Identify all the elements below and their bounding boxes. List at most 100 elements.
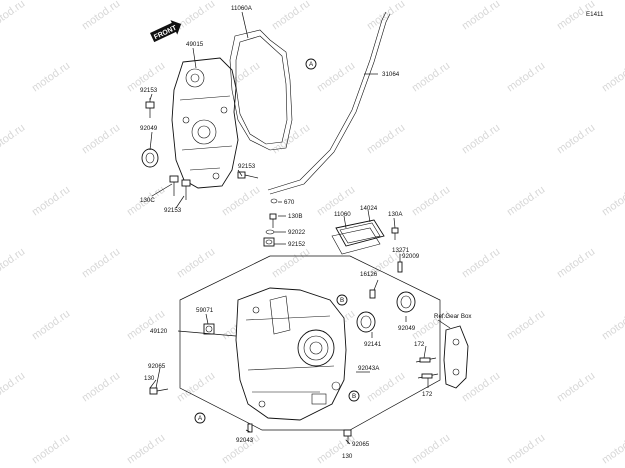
label-92049-lower: 92049	[398, 325, 416, 332]
watermark-text: motod.ru	[125, 432, 167, 467]
watermark-text: motod.ru	[30, 184, 72, 219]
label-13271: 13271	[392, 247, 410, 254]
label-670: 670	[284, 199, 295, 206]
label-ref-gear-box: Ref.Gear Box	[434, 313, 472, 320]
bolt-130B	[269, 213, 277, 228]
watermark-text: motod.ru	[0, 370, 27, 405]
callout-b-upper-label: B	[340, 297, 344, 304]
watermark-text: motod.ru	[555, 246, 597, 281]
bolt-92065-left	[149, 387, 169, 395]
watermark-text: motod.ru	[270, 0, 312, 32]
assembly-outline	[179, 255, 441, 431]
watermark-text: motod.ru	[600, 432, 625, 467]
label-49120: 49120	[150, 328, 168, 335]
pin-16126	[369, 289, 376, 299]
watermark-text: motod.ru	[505, 308, 547, 343]
watermark-text: motod.ru	[175, 370, 217, 405]
watermark-text: motod.ru	[80, 0, 122, 32]
label-92065-left: 92065	[148, 363, 166, 370]
bearing-92141	[356, 311, 376, 333]
diagram-code: E1411	[586, 11, 604, 18]
watermark-text: motod.ru	[460, 246, 502, 281]
breather-cover	[331, 219, 385, 255]
watermark-text: motod.ru	[270, 122, 312, 157]
watermark-text: motod.ru	[30, 60, 72, 95]
label-92153-right: 92153	[238, 163, 256, 170]
label-14024: 14024	[360, 205, 378, 212]
watermark-text: motod.ru	[505, 60, 547, 95]
watermark-text: motod.ru	[220, 184, 262, 219]
part-labels: 11060A 49015 31064 92153 92049 130C 9215…	[140, 5, 472, 460]
watermark-text: motod.ru	[315, 60, 357, 95]
watermark-text: motod.ru	[460, 122, 502, 157]
label-130A: 130A	[388, 211, 403, 218]
watermark-text: motod.ru	[410, 432, 452, 467]
label-92022: 92022	[288, 229, 306, 236]
watermark-text: motod.ru	[315, 432, 357, 467]
pin-92043	[247, 423, 253, 433]
oil-seal-lower	[396, 291, 416, 313]
label-92153-bottom: 92153	[164, 207, 182, 214]
watermark-text: motod.ru	[460, 0, 502, 32]
bolt-92065-bottom	[343, 429, 352, 444]
watermark-text: motod.ru	[80, 122, 122, 157]
label-92009: 92009	[402, 253, 420, 260]
label-92043A: 92043A	[358, 365, 380, 372]
watermark-text: motod.ru	[555, 370, 597, 405]
watermark-text: motod.ru	[0, 122, 27, 157]
label-92065-bottom: 92065	[352, 441, 370, 448]
label-11060: 11060	[334, 211, 351, 218]
watermark-text: motod.ru	[410, 184, 452, 219]
leader-lines	[149, 11, 451, 445]
bolt-130A	[391, 227, 399, 240]
label-130B: 130B	[288, 213, 302, 220]
label-130C: 130C	[140, 197, 155, 204]
watermark-text: motod.ru	[365, 0, 407, 32]
label-49015: 49015	[186, 41, 204, 48]
stud-172-upper	[415, 357, 437, 363]
watermark-text: motod.ru	[175, 246, 217, 281]
dipstick-tube	[267, 11, 391, 195]
label-92141: 92141	[364, 341, 382, 348]
callout-a-lower-label: A	[198, 415, 203, 422]
watermark-text: motod.ru	[80, 246, 122, 281]
label-172-lower: 172	[422, 391, 433, 398]
watermark-text: motod.ru	[505, 184, 547, 219]
label-11060A: 11060A	[231, 5, 253, 12]
watermark-text: motod.ru	[365, 122, 407, 157]
label-130-left: 130	[144, 375, 155, 382]
callout-a-upper	[305, 58, 317, 70]
cover-gasket	[229, 29, 293, 151]
plug-92152	[263, 237, 275, 247]
watermark-text: motod.ru	[175, 0, 217, 32]
watermark-text: motod.ru	[30, 432, 72, 467]
watermark-text: motod.ru	[410, 60, 452, 95]
label-92153-top: 92153	[140, 87, 158, 94]
label-59071: 59071	[196, 307, 214, 314]
governor-59071	[203, 323, 215, 335]
watermark-text: motod.ru	[365, 370, 407, 405]
watermark-text: motod.ru	[555, 122, 597, 157]
callout-a-lower	[194, 412, 206, 424]
watermark-text: motod.ru	[600, 60, 625, 95]
callout-b-lower	[348, 390, 360, 402]
crankcase-body	[235, 287, 347, 421]
watermark-text: motod.ru	[270, 246, 312, 281]
label-92043: 92043	[236, 437, 254, 444]
watermark-text: motod.ru	[600, 308, 625, 343]
pin-13271	[397, 261, 403, 273]
label-16126: 16126	[360, 271, 378, 278]
watermark-text: motod.ru	[125, 308, 167, 343]
stud-172-lower	[417, 373, 439, 379]
callout-b-lower-label: B	[352, 393, 356, 400]
oil-seal-upper	[141, 148, 159, 168]
label-92152: 92152	[288, 241, 306, 248]
watermark-text: motod.ru	[80, 370, 122, 405]
label-130-bottom: 130	[342, 453, 353, 460]
watermark-text: motod.ru	[0, 246, 27, 281]
o-ring-670	[270, 198, 278, 204]
callout-a-upper-label: A	[309, 61, 314, 68]
label-92049-upper: 92049	[140, 125, 158, 132]
